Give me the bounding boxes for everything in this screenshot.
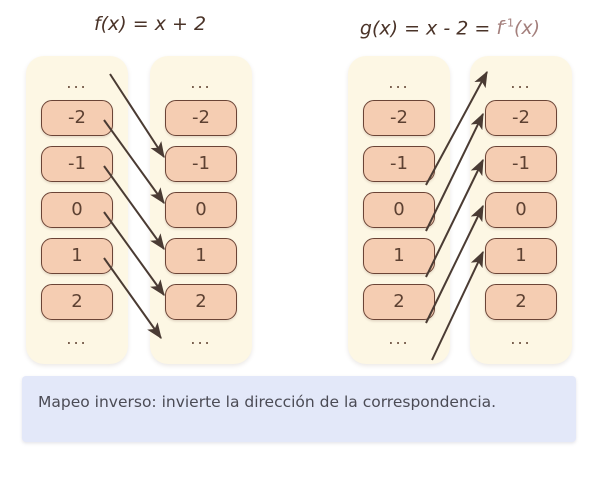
right-title-equals-2: = bbox=[468, 17, 497, 40]
ellipsis-bottom: ... bbox=[510, 329, 532, 348]
ellipsis-bottom: ... bbox=[388, 329, 410, 348]
right-title-equals: = bbox=[398, 17, 427, 40]
list-item[interactable]: -1 bbox=[41, 146, 113, 182]
right-title-func-name: g bbox=[359, 17, 372, 40]
ellipsis-bottom: ... bbox=[190, 329, 212, 348]
list-item[interactable]: 1 bbox=[363, 238, 435, 274]
list-item[interactable]: 2 bbox=[41, 284, 113, 320]
left-title-expr: x + 2 bbox=[154, 13, 207, 35]
panel-g-domain: ... -2 -1 0 1 2 ... bbox=[348, 56, 450, 364]
panel-f-domain: ... -2 -1 0 1 2 ... bbox=[26, 56, 128, 364]
list-item[interactable]: -2 bbox=[41, 100, 113, 136]
inverse-exponent: -1 bbox=[503, 17, 514, 30]
list-item[interactable]: 2 bbox=[363, 284, 435, 320]
left-title-func-name: f bbox=[93, 13, 101, 35]
list-item[interactable]: 1 bbox=[485, 238, 557, 274]
panel-g-range: ... -2 -1 0 1 2 ... bbox=[470, 56, 572, 364]
list-item[interactable]: -1 bbox=[165, 146, 237, 182]
left-title-equals: = bbox=[126, 13, 155, 35]
inverse-arg: (x) bbox=[514, 17, 541, 40]
list-item[interactable]: 0 bbox=[41, 192, 113, 228]
left-title-arg: (x) bbox=[100, 13, 127, 35]
list-item[interactable]: 2 bbox=[165, 284, 237, 320]
ellipsis-bottom: ... bbox=[66, 329, 88, 348]
list-item[interactable]: -1 bbox=[363, 146, 435, 182]
list-item[interactable]: -2 bbox=[363, 100, 435, 136]
caption-text: Mapeo inverso: invierte la dirección de … bbox=[38, 393, 497, 411]
list-item[interactable]: 1 bbox=[165, 238, 237, 274]
panel-f-range: ... -2 -1 0 1 2 ... bbox=[150, 56, 252, 364]
list-item[interactable]: -2 bbox=[485, 100, 557, 136]
list-item[interactable]: -1 bbox=[485, 146, 557, 182]
ellipsis-top: ... bbox=[66, 73, 88, 92]
ellipsis-top: ... bbox=[510, 73, 532, 92]
list-item[interactable]: 1 bbox=[41, 238, 113, 274]
ellipsis-top: ... bbox=[388, 73, 410, 92]
caption-box: Mapeo inverso: invierte la dirección de … bbox=[22, 376, 576, 442]
list-item[interactable]: 0 bbox=[165, 192, 237, 228]
right-title-arg: (x) bbox=[371, 17, 399, 40]
list-item[interactable]: 0 bbox=[485, 192, 557, 228]
list-item[interactable]: 0 bbox=[363, 192, 435, 228]
ellipsis-top: ... bbox=[190, 73, 212, 92]
list-item[interactable]: -2 bbox=[165, 100, 237, 136]
inverse-func-name: f bbox=[496, 17, 504, 40]
list-item[interactable]: 2 bbox=[485, 284, 557, 320]
left-function-title: f(x) = x + 2 bbox=[0, 10, 300, 38]
right-title-expr: x - 2 bbox=[426, 17, 469, 40]
inverse-function-label: f-1(x) bbox=[496, 17, 540, 39]
right-function-title: g(x) = x - 2 = f-1(x) bbox=[300, 10, 600, 40]
